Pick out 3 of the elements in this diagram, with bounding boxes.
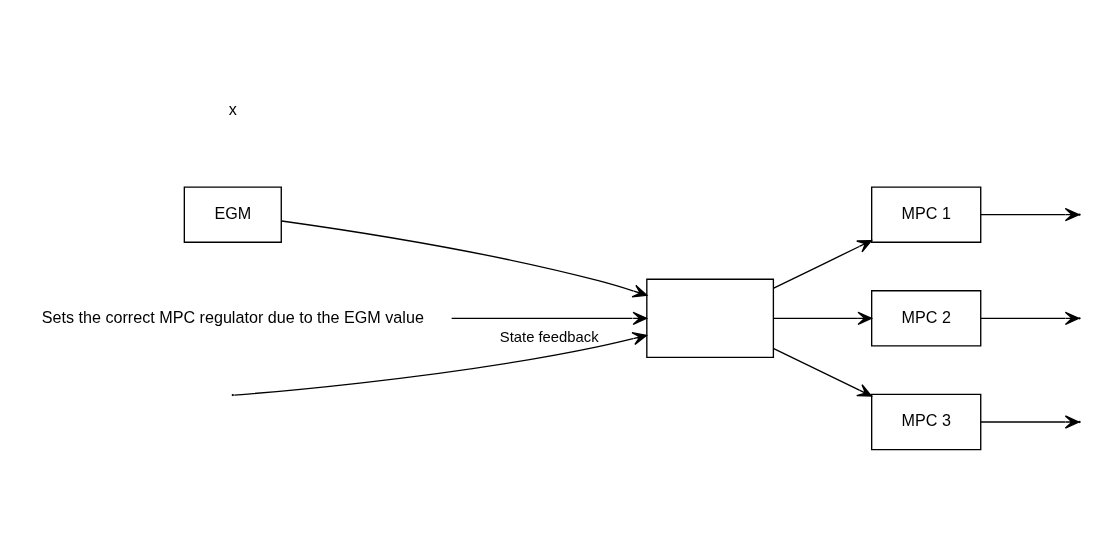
edge-label: State feedback <box>499 329 599 346</box>
label: x <box>228 100 237 119</box>
node-text: Sets the correct MPC regulator due to the EGM value <box>41 307 424 326</box>
